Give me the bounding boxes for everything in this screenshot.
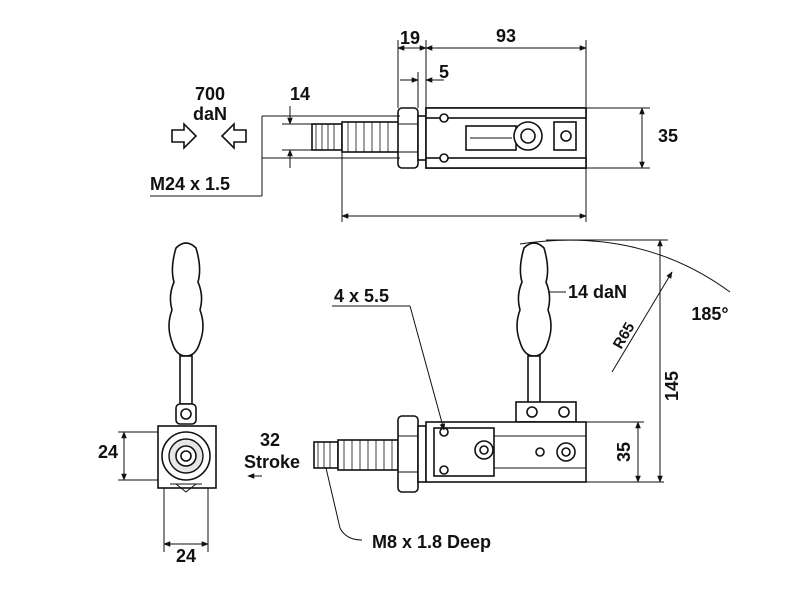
top-view-body [311,107,587,169]
dim-93: 93 [496,26,516,46]
force-arrows-icon [171,122,247,150]
dim-24-width: 24 [176,546,196,566]
dim-5: 5 [439,62,449,82]
handle-force: 14 daN [568,282,627,302]
dim-14: 14 [290,84,310,104]
angle-label: 185° [691,304,728,324]
stroke-value: 32 [260,430,280,450]
holes-label: 4 x 5.5 [334,286,389,306]
end-view: 24 24 [98,242,217,566]
dim-35-side: 35 [614,442,634,462]
force-value: 700 [195,84,225,104]
dim-24-height: 24 [98,442,118,462]
tap-label: M8 x 1.8 Deep [372,532,491,552]
top-view: 700 daN [150,26,678,222]
dim-19: 19 [400,28,420,48]
stroke-label: Stroke [244,452,300,472]
side-view: R65 185° 14 daN [244,239,731,552]
force-unit: daN [193,104,227,124]
thread-label: M24 x 1.5 [150,174,230,194]
dim-145: 145 [662,371,682,401]
dim-35-top: 35 [658,126,678,146]
